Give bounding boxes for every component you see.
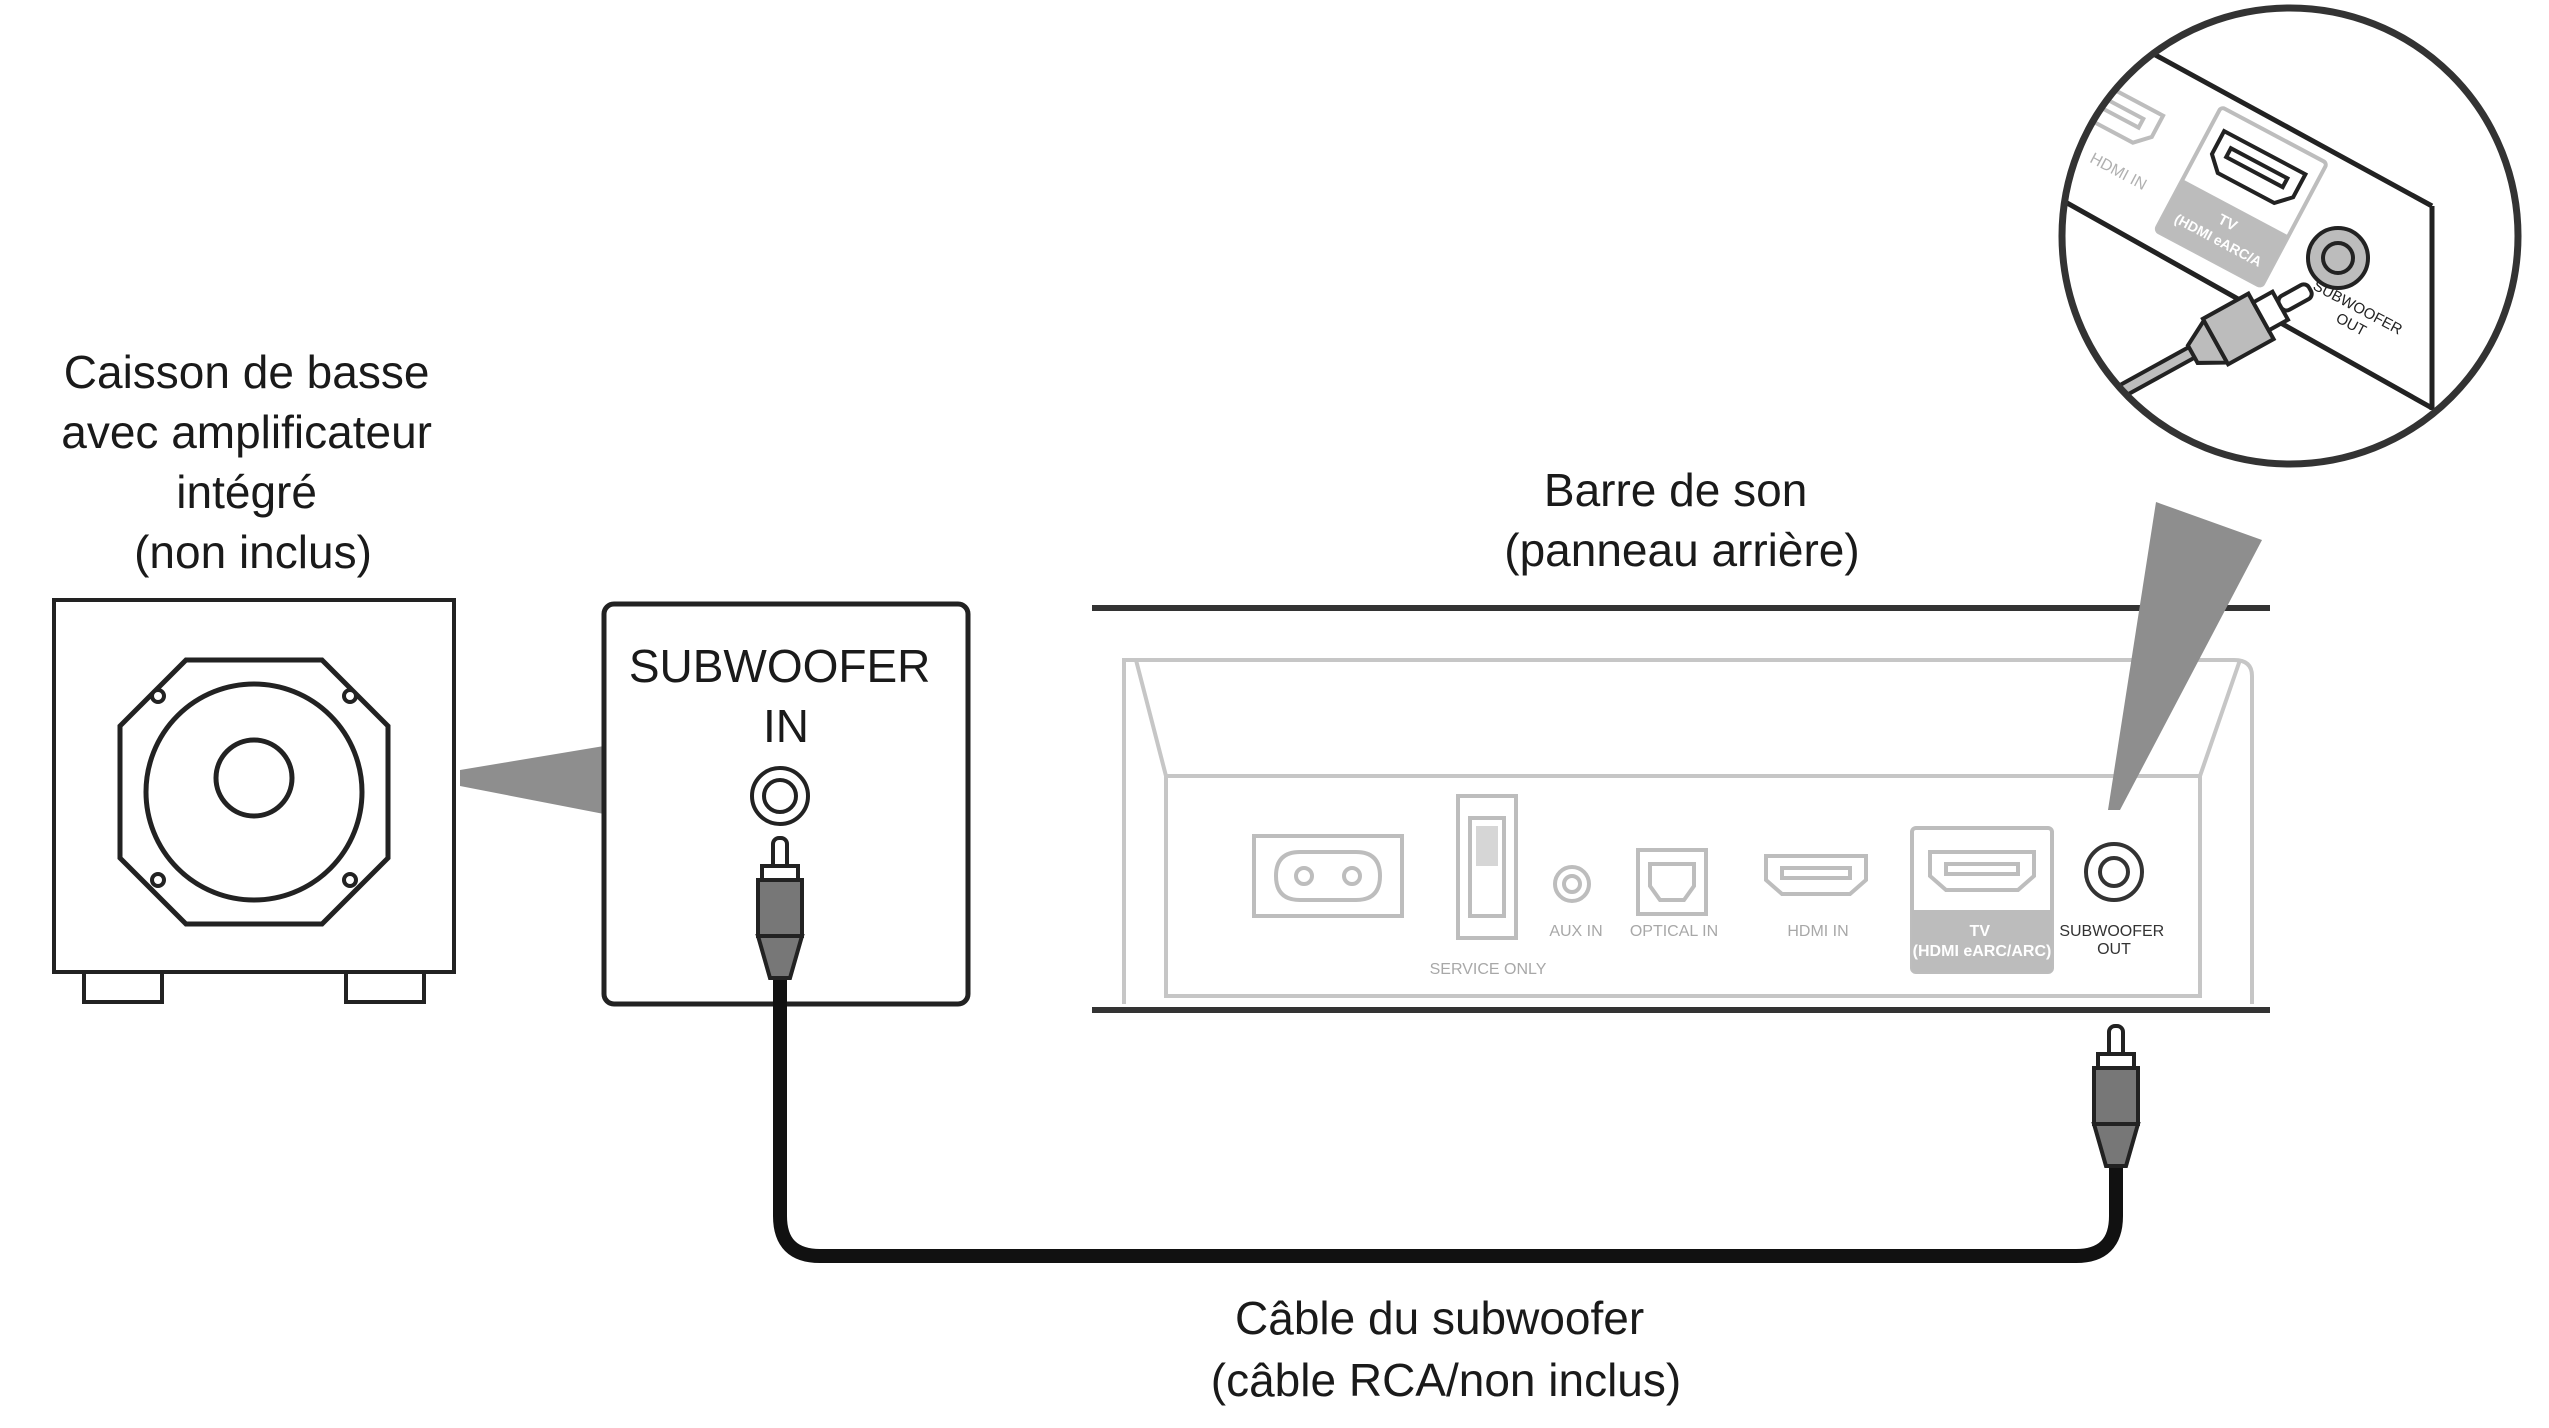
hdmi-in-port [1764, 854, 1868, 896]
tv-hdmi-earc-port [1910, 826, 2054, 974]
subwoofer-callout-wedge [460, 746, 604, 814]
power-inlet [1252, 834, 1404, 918]
subwoofer-illustration [52, 598, 456, 1004]
service-only-label: SERVICE ONLY [1430, 961, 1547, 978]
subwoofer-in-label: SUBWOOFER IN [629, 640, 943, 752]
hdmi-in-label: HDMI IN [1787, 923, 1848, 940]
rca-plug-left [755, 836, 805, 980]
zoom-callout-wedge [2108, 502, 2262, 810]
tv-hdmi-label: TV (HDMI eARC/ARC) [1913, 923, 2052, 960]
aux-in-jack [1553, 865, 1591, 903]
subwoofer-cable [773, 970, 2123, 1263]
service-usb-port [1456, 794, 1518, 940]
aux-in-label: AUX IN [1549, 923, 1602, 940]
subwoofer-out-label: SUBWOOFER OUT [2059, 923, 2168, 958]
soundbar-label: Barre de son (panneau arrière) [1504, 464, 1859, 576]
optical-in-label: OPTICAL IN [1630, 923, 1718, 940]
zoom-detail: HDMI IN TV (HDMI eARC/A SUBWOOFER OUT [2058, 4, 2522, 468]
soundbar-rear-panel [1092, 605, 2270, 1013]
speaker-dust-cap [213, 737, 295, 819]
subwoofer-out-jack [2084, 842, 2144, 902]
subwoofer-in-jack [750, 766, 810, 826]
subwoofer-label: Caisson de basse avec amplificateur inté… [61, 346, 445, 578]
rca-plug-right [2091, 1024, 2141, 1168]
cable-label: Câble du subwoofer (câble RCA/non inclus… [1211, 1292, 1681, 1406]
optical-in-port [1636, 848, 1708, 916]
